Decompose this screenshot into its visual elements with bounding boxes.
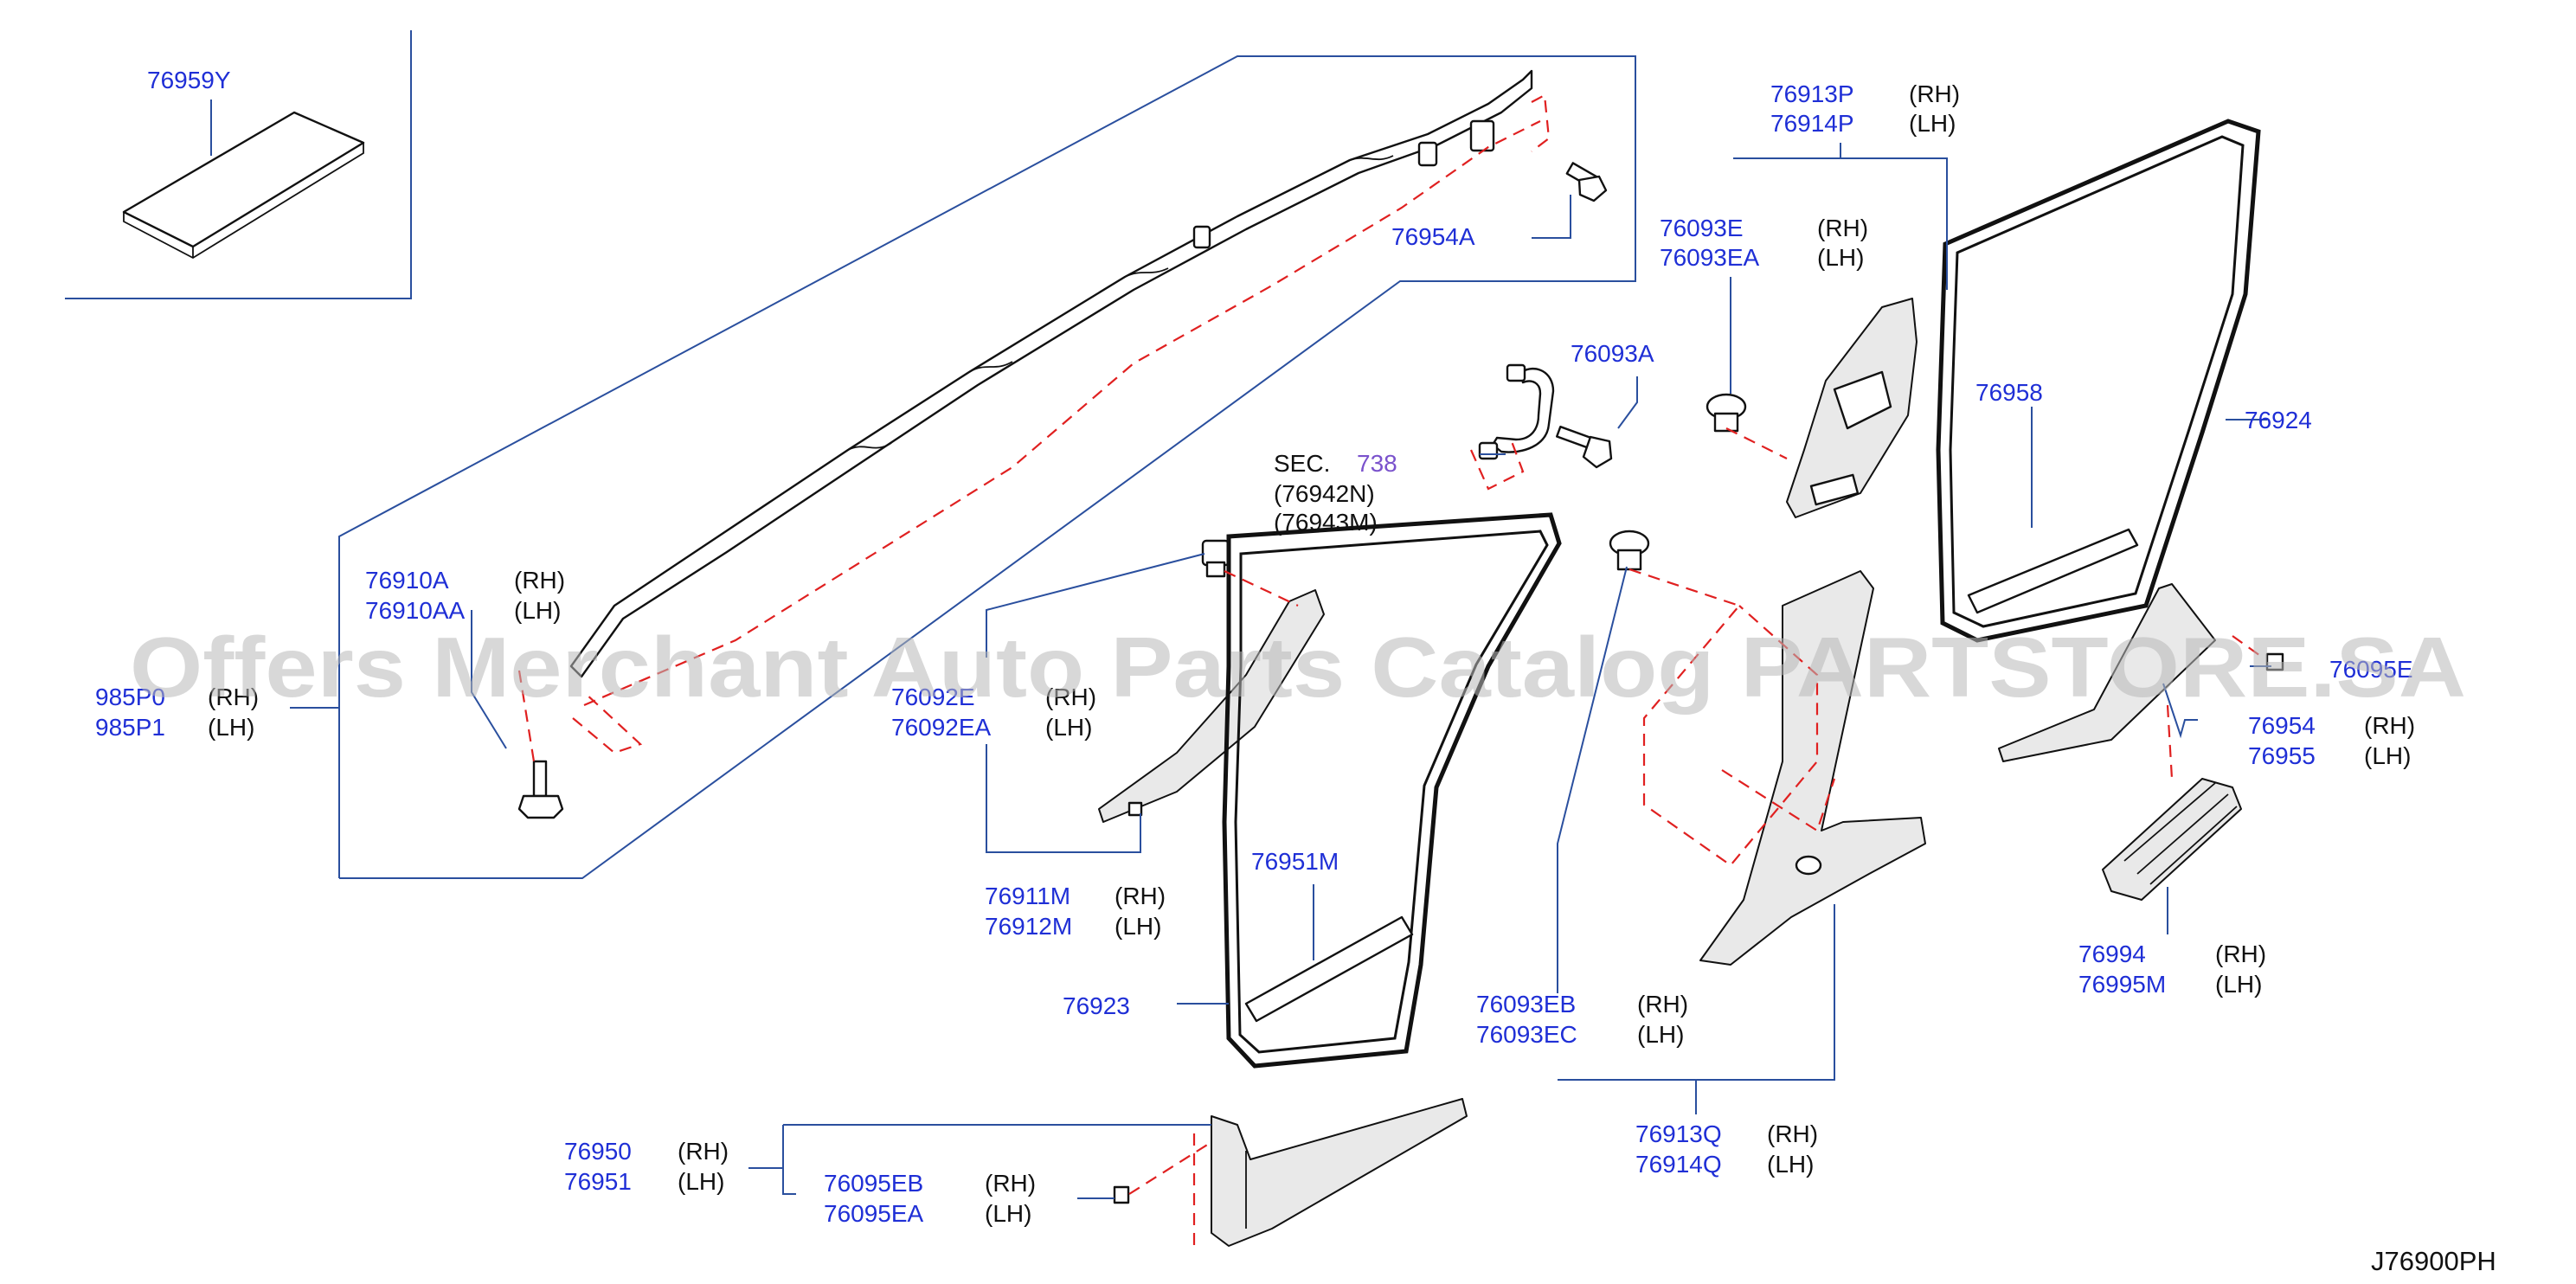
label-76959Y[interactable]: 76959Y [147, 67, 231, 93]
side-76092EA: (LH) [1045, 714, 1092, 741]
leader-lines [210, 100, 2271, 1199]
clip-76093EB [1609, 530, 1650, 571]
label-76914Q[interactable]: 76914Q [1635, 1151, 1722, 1178]
side-76912M: (LH) [1115, 913, 1161, 940]
label-76093E[interactable]: 76093E [1660, 215, 1744, 241]
label-76913P[interactable]: 76913P [1770, 80, 1854, 107]
assist-grip [1478, 363, 1555, 460]
label-985P1[interactable]: 985P1 [95, 714, 165, 741]
curtain-airbag [569, 69, 1533, 678]
label-76910AA[interactable]: 76910AA [365, 597, 466, 624]
side-76914P: (LH) [1909, 110, 1956, 137]
label-76995M[interactable]: 76995M [2078, 971, 2166, 998]
upper-pillar-trim [1786, 298, 1918, 518]
section-ref-prefix: SEC. [1274, 450, 1330, 477]
label-76914P[interactable]: 76914P [1770, 110, 1854, 137]
side-76093EA: (LH) [1817, 244, 1864, 271]
side-76994: (RH) [2215, 941, 2266, 967]
side-76914Q: (LH) [1767, 1151, 1814, 1178]
label-76095E[interactable]: 76095E [2329, 656, 2413, 683]
label-76955[interactable]: 76955 [2248, 742, 2316, 769]
side-76951: (LH) [678, 1168, 724, 1195]
diagram-code: J76900PH [2371, 1246, 2496, 1276]
side-76093EB: (RH) [1637, 991, 1688, 1018]
label-76092E[interactable]: 76092E [891, 684, 975, 710]
label-76951M[interactable]: 76951M [1251, 848, 1339, 875]
front-kicking-plate [1211, 1098, 1468, 1247]
label-76093A[interactable]: 76093A [1571, 340, 1654, 367]
label-76095EA[interactable]: 76095EA [824, 1200, 924, 1227]
label-76911M[interactable]: 76911M [985, 883, 1070, 909]
side-76950: (RH) [678, 1138, 729, 1165]
section-ref-number[interactable]: 738 [1357, 450, 1397, 477]
label-76912M[interactable]: 76912M [985, 913, 1072, 940]
side-76095EB: (RH) [985, 1170, 1036, 1197]
clip-76095EB [1113, 1185, 1130, 1204]
label-76092EA[interactable]: 76092EA [891, 714, 992, 741]
clip-76092E [1201, 539, 1230, 578]
rear-door-weatherstrip [1936, 119, 2261, 643]
label-76093EC[interactable]: 76093EC [1476, 1021, 1577, 1048]
clip-76093E [1706, 393, 1747, 433]
label-76095EB[interactable]: 76095EB [824, 1170, 923, 1197]
bracket-76994 [2102, 778, 2242, 901]
side-76093EC: (LH) [1637, 1021, 1684, 1048]
front-door-weatherstrip [1222, 512, 1562, 1069]
side-76913P: (RH) [1909, 80, 1960, 107]
bolt-985P0 [517, 760, 564, 819]
label-76958[interactable]: 76958 [1975, 379, 2043, 406]
side-76955: (LH) [2364, 742, 2411, 769]
label-76913Q[interactable]: 76913Q [1635, 1120, 1722, 1147]
mounting-lines [517, 93, 2264, 1246]
label-76924[interactable]: 76924 [2245, 407, 2312, 433]
airbag-group-frame [338, 55, 1636, 879]
label-76950[interactable]: 76950 [564, 1138, 632, 1165]
sheet-76959Y [122, 111, 365, 260]
side-76092E: (RH) [1045, 684, 1096, 710]
rear-kicking-plate [1998, 583, 2216, 762]
section-ref-sub-2: (76943M) [1274, 509, 1378, 536]
section-ref-sub-1: (76942N) [1274, 480, 1375, 507]
inset-frame-76959Y [65, 30, 412, 299]
watermark: Offers Merchant Auto Parts Catalog PARTS… [130, 620, 2466, 715]
side-76911M: (RH) [1115, 883, 1166, 909]
label-76093EA[interactable]: 76093EA [1660, 244, 1760, 271]
side-76913Q: (RH) [1767, 1120, 1818, 1147]
bolt-76954A [1565, 162, 1608, 202]
label-76923[interactable]: 76923 [1063, 992, 1130, 1019]
side-985P1: (LH) [208, 714, 254, 741]
screw-76093A [1556, 425, 1613, 469]
side-76095EA: (LH) [985, 1200, 1031, 1227]
side-76910A: (RH) [514, 567, 565, 594]
label-76910A[interactable]: 76910A [365, 567, 449, 594]
label-76093EB[interactable]: 76093EB [1476, 991, 1576, 1018]
label-985P0[interactable]: 985P0 [95, 684, 165, 710]
side-76995M: (LH) [2215, 971, 2262, 998]
label-76951[interactable]: 76951 [564, 1168, 632, 1195]
label-76954[interactable]: 76954 [2248, 712, 2316, 739]
side-76093E: (RH) [1817, 215, 1868, 241]
label-76954A[interactable]: 76954A [1391, 223, 1475, 250]
side-76910AA: (LH) [514, 597, 561, 624]
front-pillar-trim [1098, 589, 1325, 823]
side-985P0: (RH) [208, 684, 259, 710]
label-76994[interactable]: 76994 [2078, 941, 2146, 967]
side-76954: (RH) [2364, 712, 2415, 739]
